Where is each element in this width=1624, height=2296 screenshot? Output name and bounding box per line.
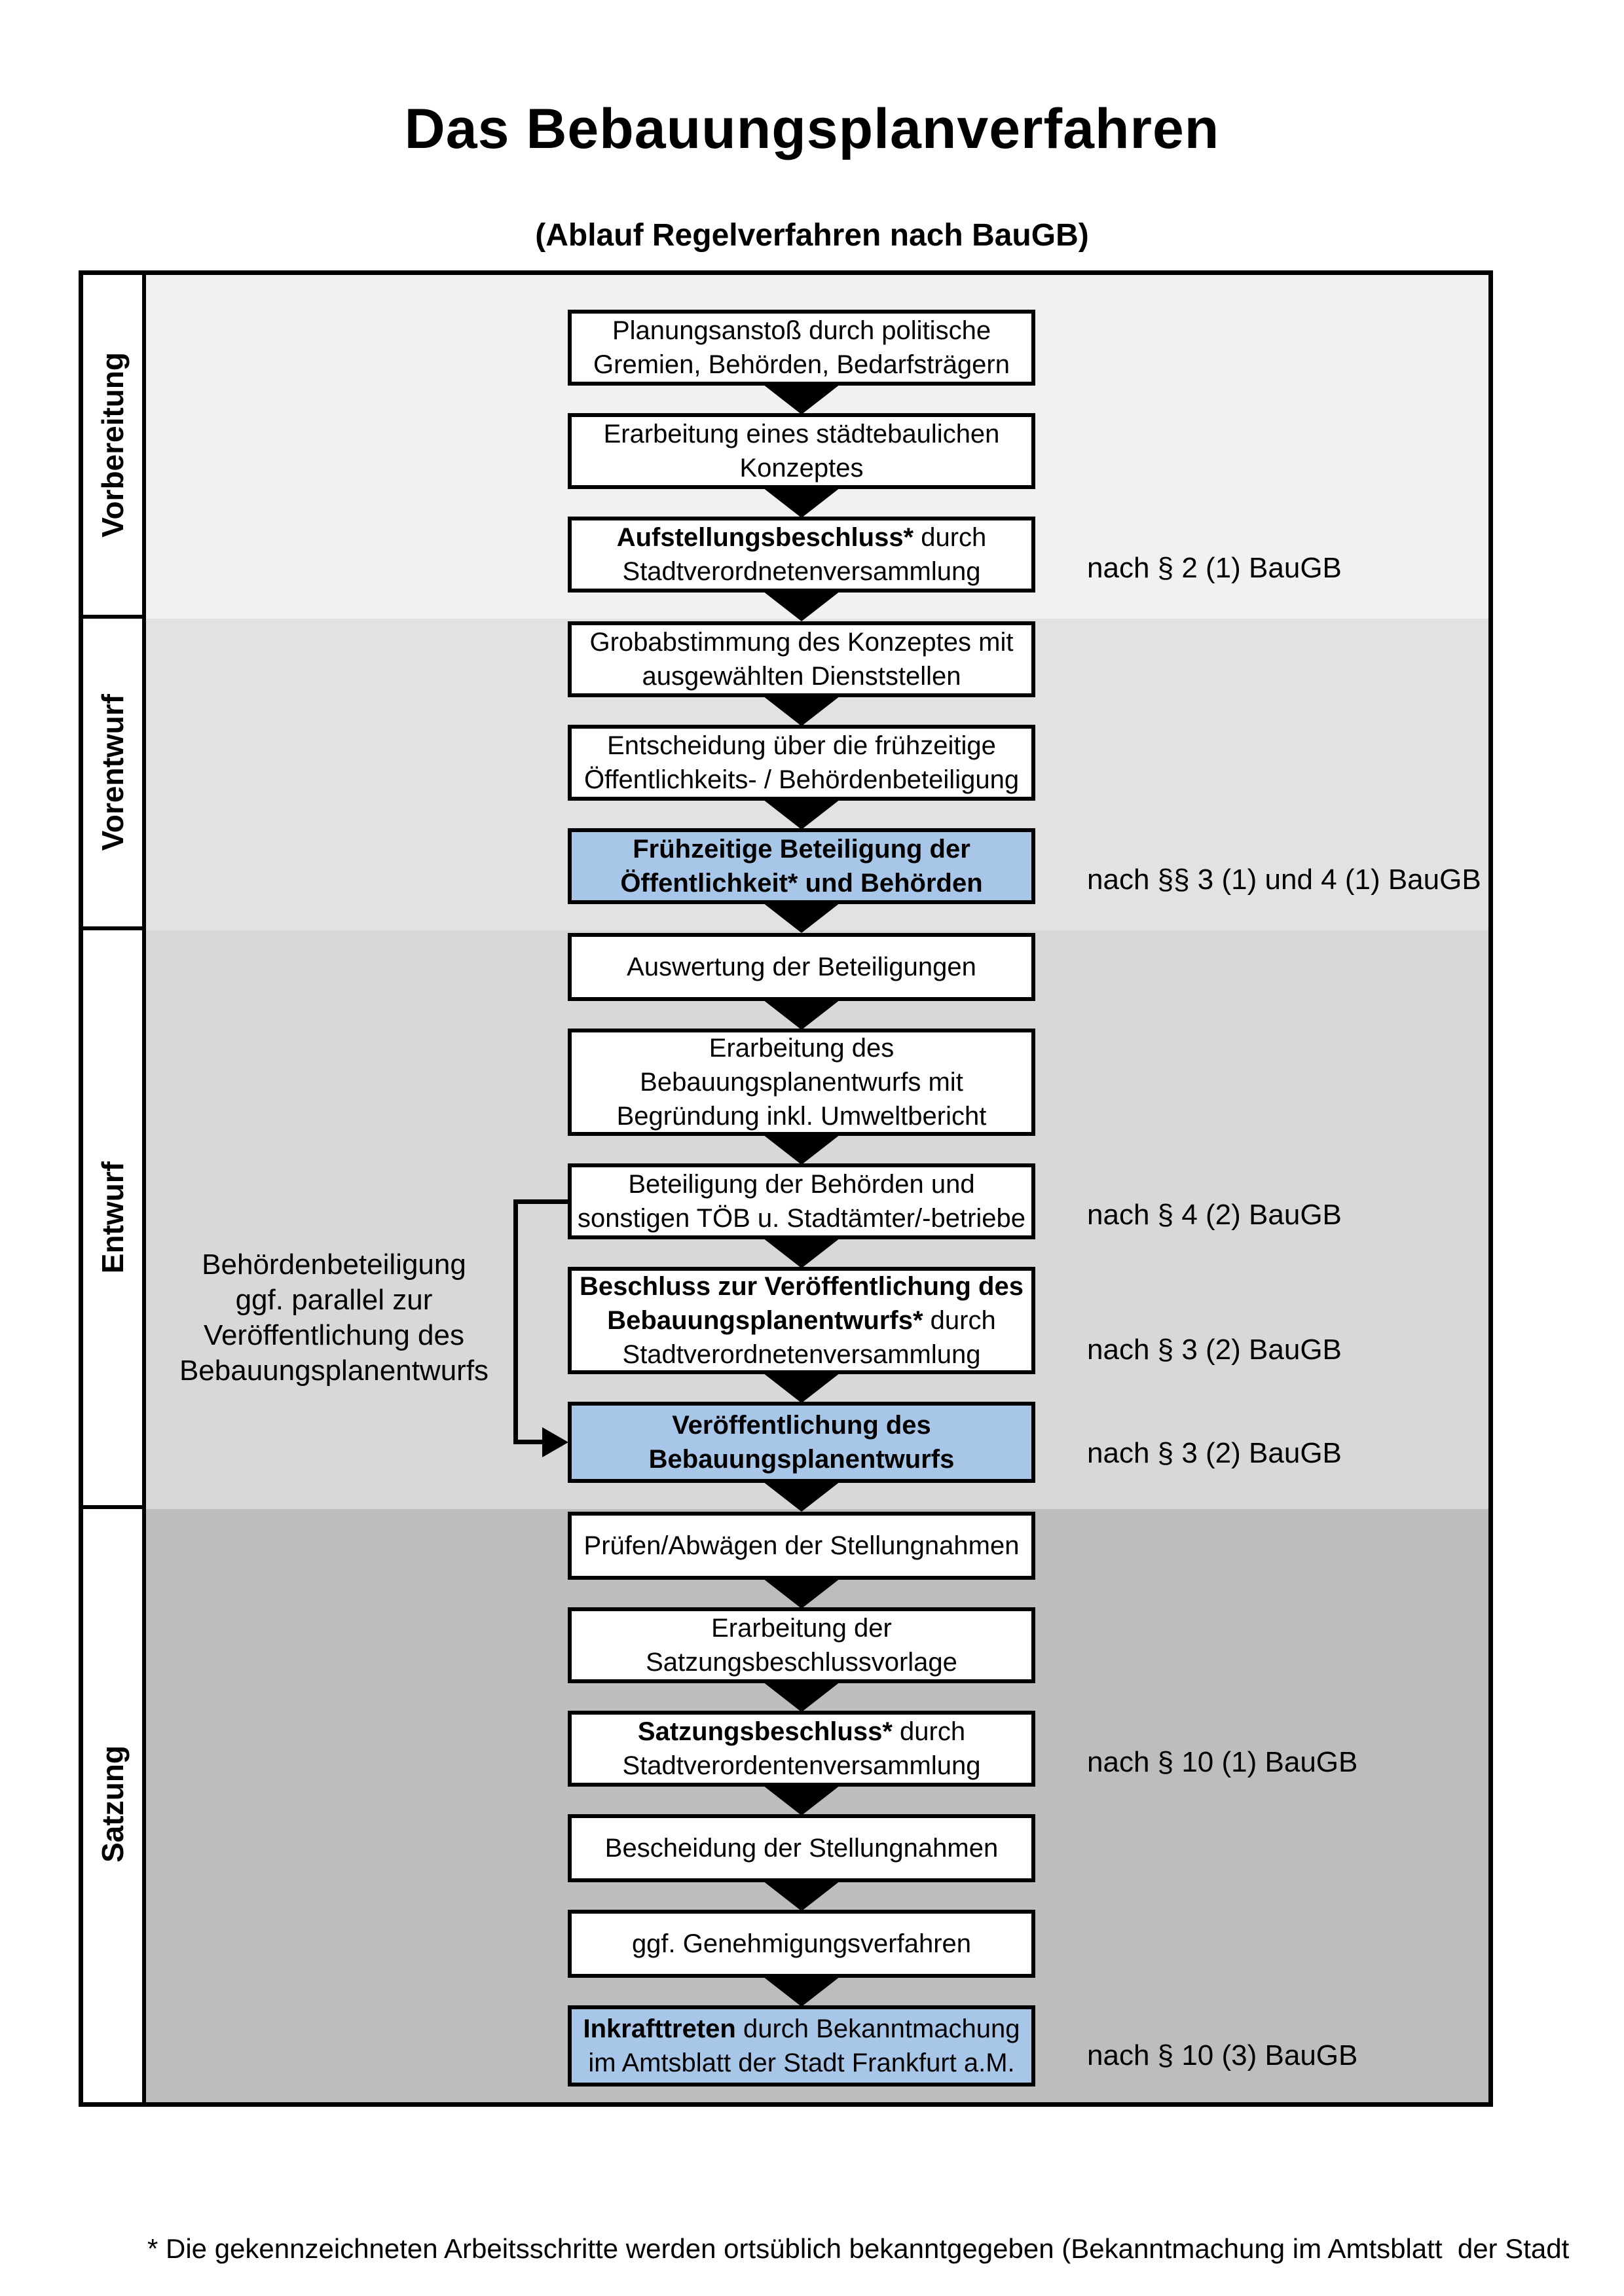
step-box-pruefen-abwaegen: Prüfen/Abwägen der Stellungnahmen xyxy=(568,1512,1035,1580)
step-box-beschluss-veroeffentlichung: Beschluss zur Veröffentlichung des Bebau… xyxy=(568,1267,1035,1374)
step-box-inkrafttreten: Inkrafttreten durch Bekanntmachung im Am… xyxy=(568,2005,1035,2086)
arrow-down-icon xyxy=(763,1881,840,1911)
side-note-line: ggf. parallel zur xyxy=(235,1284,433,1316)
step-box-genehmigungsverfahren: ggf. Genehmigungsverfahren xyxy=(568,1910,1035,1978)
step-box-planungsanstoss: Planungsanstoß durch politische Gremien,… xyxy=(568,310,1035,386)
arrow-down-icon xyxy=(763,488,840,518)
side-note-line: Bebauungsplanentwurfs xyxy=(179,1355,489,1387)
arrow-down-icon xyxy=(763,1000,840,1030)
arrow-right-icon xyxy=(542,1427,568,1457)
connector-line-bottom xyxy=(513,1440,546,1444)
phase-label-satzung: Satzung xyxy=(96,1745,130,1863)
arrow-down-icon xyxy=(763,384,840,414)
step-box-aufstellungsbeschluss: Aufstellungsbeschluss* durch Stadtverord… xyxy=(568,517,1035,592)
box-line: Satzungsbeschlussvorlage xyxy=(646,1648,957,1677)
step-box-beteiligung-behoerden: Beteiligung der Behörden und sonstigen T… xyxy=(568,1163,1035,1239)
box-line: Bescheidung der Stellungnahmen xyxy=(604,1834,999,1863)
box-line: Aufstellungsbeschluss* durch xyxy=(616,523,987,552)
box-line: Grobabstimmung des Konzeptes mit xyxy=(589,628,1014,657)
step-box-erarbeitung-entwurf: Erarbeitung des Bebauungsplanentwurfs mi… xyxy=(568,1029,1035,1136)
box-line: Stadtverordentenversammlung xyxy=(622,1751,981,1780)
legal-ref-annotation: nach § 10 (3) BauGB xyxy=(1087,2039,1358,2071)
diagram-frame xyxy=(79,270,1493,2107)
box-line: Konzeptes xyxy=(739,454,864,483)
page-subtitle: (Ablauf Regelverfahren nach BauGB) xyxy=(535,218,1089,253)
box-line: Bebauungsplanentwurfs* durch xyxy=(607,1306,996,1335)
arrow-down-icon xyxy=(763,799,840,829)
box-line: Planungsanstoß durch politische xyxy=(612,316,991,345)
legal-ref-annotation: nach § 2 (1) BauGB xyxy=(1087,552,1342,584)
legal-ref-annotation: nach § 3 (2) BauGB xyxy=(1087,1437,1342,1469)
step-box-veroeffentlichung: Veröffentlichung des Bebauungsplanentwur… xyxy=(568,1402,1035,1483)
box-line: Beteiligung der Behörden und xyxy=(628,1170,975,1199)
box-line: Bebauungsplanentwurfs xyxy=(648,1445,955,1474)
arrow-down-icon xyxy=(763,1578,840,1609)
box-line: Erarbeitung eines städtebaulichen xyxy=(603,420,1000,448)
box-line: Prüfen/Abwägen der Stellungnahmen xyxy=(583,1531,1020,1560)
box-line: Entscheidung über die frühzeitige xyxy=(607,731,996,760)
arrow-down-icon xyxy=(763,1977,840,2007)
box-line: Frühzeitige Beteiligung der xyxy=(633,835,970,864)
page-title: Das Bebauungsplanverfahren xyxy=(404,98,1220,160)
side-note: Behördenbeteiligung ggf. parallel zur Ve… xyxy=(177,1247,491,1389)
arrow-down-icon xyxy=(763,1238,840,1268)
arrow-down-icon xyxy=(763,1785,840,1815)
step-box-satzungsbeschlussvorlage: Erarbeitung der Satzungsbeschlussvorlage xyxy=(568,1607,1035,1683)
box-line: Gremien, Behörden, Bedarfsträgern xyxy=(593,350,1010,379)
arrow-down-icon xyxy=(763,903,840,933)
box-line: Erarbeitung des xyxy=(709,1034,895,1063)
arrow-down-icon xyxy=(763,1135,840,1165)
box-line: Auswertung der Beteiligungen xyxy=(627,953,976,981)
legal-ref-annotation: nach §§ 3 (1) und 4 (1) BauGB xyxy=(1087,864,1481,896)
step-box-entscheidung-beteiligung: Entscheidung über die frühzeitige Öffent… xyxy=(568,725,1035,801)
box-line: Beschluss zur Veröffentlichung des xyxy=(580,1272,1024,1301)
phase-label-column: Vorbereitung Vorentwurf Entwurf Satzung xyxy=(83,275,146,2102)
box-line: sonstigen TÖB u. Stadtämter/-betriebe xyxy=(577,1204,1026,1233)
side-note-line: Behördenbeteiligung xyxy=(202,1248,466,1281)
box-line: Veröffentlichung des xyxy=(672,1411,931,1440)
box-line: Satzungsbeschluss* durch xyxy=(637,1717,966,1746)
connector-line-top xyxy=(513,1199,568,1204)
legal-ref-annotation: nach § 3 (2) BauGB xyxy=(1087,1334,1342,1366)
box-line: Stadtverordnetenversammlung xyxy=(622,557,981,586)
phase-label-vorentwurf: Vorentwurf xyxy=(83,619,142,930)
box-line: ausgewählten Dienststellen xyxy=(642,662,961,691)
step-box-staedtebauliches-konzept: Erarbeitung eines städtebaulichen Konzep… xyxy=(568,413,1035,489)
arrow-down-icon xyxy=(763,1482,840,1512)
step-box-grobabstimmung: Grobabstimmung des Konzeptes mit ausgewä… xyxy=(568,621,1035,697)
step-box-bescheidung: Bescheidung der Stellungnahmen xyxy=(568,1814,1035,1882)
arrow-down-icon xyxy=(763,591,840,621)
legal-ref-annotation: nach § 4 (2) BauGB xyxy=(1087,1199,1342,1231)
box-line: Stadtverordnetenversammlung xyxy=(622,1340,981,1369)
arrow-down-icon xyxy=(763,696,840,726)
footnote-line: * Die gekennzeichneten Arbeitsschritte w… xyxy=(147,2233,1570,2264)
step-box-fruehzeitige-beteiligung: Frühzeitige Beteiligung der Öffentlichke… xyxy=(568,828,1035,904)
step-box-auswertung: Auswertung der Beteiligungen xyxy=(568,933,1035,1001)
connector-line-vertical xyxy=(513,1199,518,1444)
footnote: * Die gekennzeichneten Arbeitsschritte w… xyxy=(147,2154,1569,2296)
arrow-down-icon xyxy=(763,1682,840,1712)
box-line: Begründung inkl. Umweltbericht xyxy=(616,1102,987,1131)
step-box-satzungsbeschluss: Satzungsbeschluss* durch Stadtverordente… xyxy=(568,1711,1035,1787)
box-line: ggf. Genehmigungsverfahren xyxy=(631,1929,972,1958)
box-line: Erarbeitung der xyxy=(711,1614,892,1643)
box-line: Bebauungsplanentwurfs mit xyxy=(640,1068,963,1097)
side-note-line: Veröffentlichung des xyxy=(204,1319,464,1351)
box-line: Öffentlichkeit* und Behörden xyxy=(620,869,983,898)
box-line: Öffentlichkeits- / Behördenbeteiligung xyxy=(583,765,1020,794)
legal-ref-annotation: nach § 10 (1) BauGB xyxy=(1087,1746,1358,1778)
box-line: Inkrafttreten durch Bekanntmachung xyxy=(583,2014,1020,2043)
arrow-down-icon xyxy=(763,1373,840,1403)
phase-label-vorbereitung: Vorbereitung xyxy=(83,275,142,619)
box-line: im Amtsblatt der Stadt Frankfurt a.M. xyxy=(588,2049,1015,2077)
phase-label-entwurf: Entwurf xyxy=(83,930,142,1509)
